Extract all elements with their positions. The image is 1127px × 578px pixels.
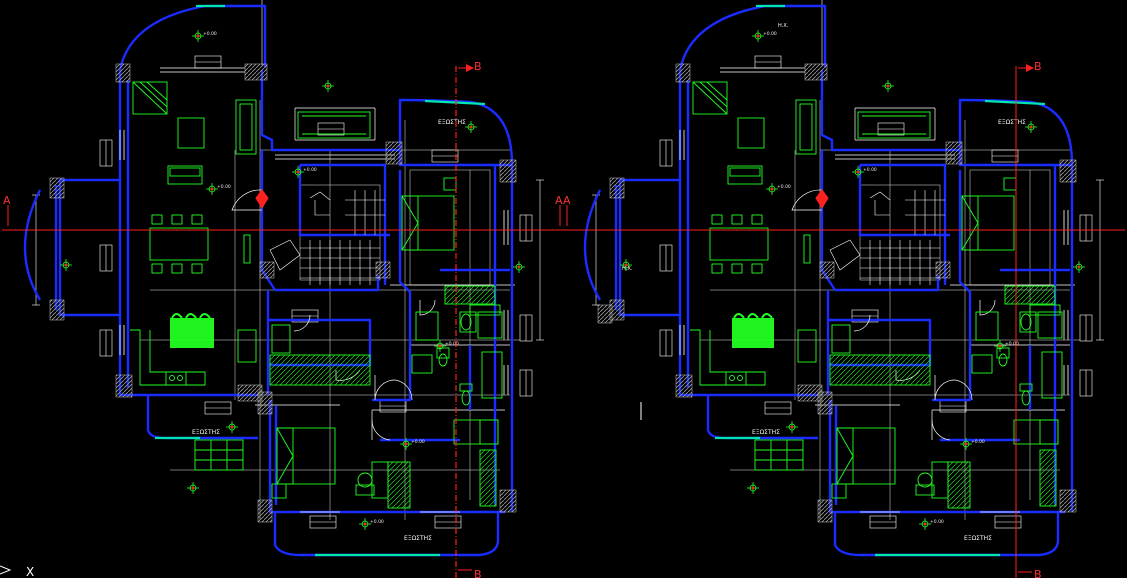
label-lower-balcony-right: ΕΞΩΣΤΗΣ (752, 429, 780, 436)
level-hall: +0.00 (303, 167, 317, 173)
floor-plan-left[interactable]: ΕΞΩΣΤΗΣ ΕΞΩΣΤΗΣ ΕΞΩΣΤΗΣ +0.00 +0.00 +0.0… (23, 0, 546, 557)
level-living: +0.00 (217, 184, 231, 190)
label-lower-balcony: ΕΞΩΣΤΗΣ (192, 429, 220, 436)
level-bed: +0.00 (411, 439, 425, 445)
level-bottom: +0.00 (370, 519, 384, 525)
ucs-icon (0, 565, 12, 575)
level-living-right: +0.00 (777, 184, 791, 190)
label-balcony-right: ΕΞΩΣΤΗΣ (998, 119, 1026, 126)
section-b-bottom-right: B (1034, 568, 1042, 578)
level-top-right: +0.00 (763, 31, 777, 37)
label-top-note: Η.Χ. (778, 23, 789, 29)
dining-table-filled-right (732, 313, 774, 348)
level-bath: +0.00 (445, 341, 459, 347)
section-a-left: A (3, 194, 11, 207)
label-balcony: ΕΞΩΣΤΗΣ (438, 119, 466, 126)
section-b-top-left: B (474, 60, 482, 73)
level-bottom-right: +0.00 (930, 519, 944, 525)
section-b-bottom-left: B (474, 568, 482, 578)
label-bottom-balcony-right: ΕΞΩΣΤΗΣ (964, 535, 992, 542)
dining-table-filled (170, 313, 214, 348)
section-line-a (2, 205, 1125, 231)
section-b-top-right: B (1034, 60, 1042, 73)
floor-plan-right[interactable]: ΕΞΩΣΤΗΣ ΕΞΩΣΤΗΣ ΕΞΩΣΤΗΣ Η.Χ. Η.Χ. +0.00 … (583, 0, 1106, 557)
label-bottom-balcony: ΕΞΩΣΤΗΣ (404, 535, 432, 542)
level-hall-right: +0.00 (863, 167, 877, 173)
level-bed-right: +0.00 (971, 439, 985, 445)
level-top: +0.00 (203, 31, 217, 37)
ucs-x-label: X (26, 565, 34, 578)
section-a-mid2: A (563, 194, 571, 207)
section-a-mid1: A (555, 194, 563, 207)
label-side-note: Η.Χ. (622, 266, 633, 272)
section-line-b-right (1015, 64, 1034, 578)
section-line-b-left (455, 64, 474, 578)
level-bath-right: +0.00 (1005, 341, 1019, 347)
pier-detail (597, 304, 613, 324)
